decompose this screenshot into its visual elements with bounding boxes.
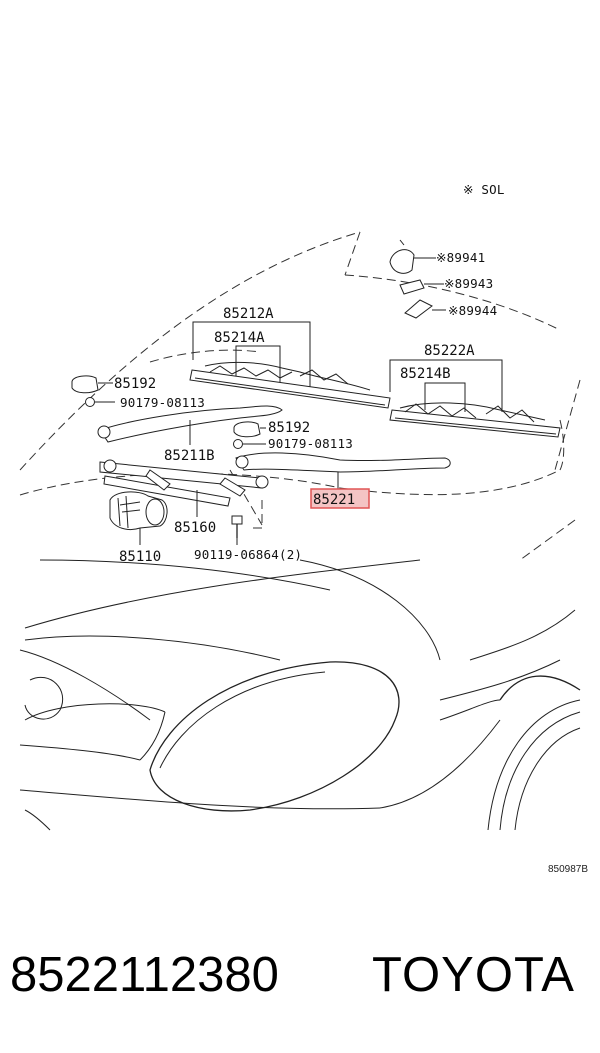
bolt-90119	[231, 515, 243, 545]
washer-nozzle-part	[389, 249, 415, 274]
label-90179-lower: 90179-08113	[268, 436, 353, 451]
car-front-outline	[19, 559, 581, 831]
label-89941: ※89941	[436, 250, 485, 265]
label-89944: ※89944	[448, 303, 497, 318]
right-wiper-blade	[389, 359, 561, 438]
left-pivot-small-parts	[71, 375, 115, 407]
washer-nozzle-tip	[399, 239, 405, 246]
left-wiper-arm	[97, 405, 283, 445]
label-85214A: 85214A	[214, 330, 265, 346]
label-85192-upper: 85192	[114, 376, 156, 392]
washer-clip-part	[399, 279, 425, 295]
label-85192-lower: 85192	[268, 420, 310, 436]
label-90179-upper: 90179-08113	[120, 395, 205, 410]
part-number: 8522112380	[10, 948, 279, 1002]
wiper-link-assembly	[99, 459, 269, 517]
washer-nozzle-group	[389, 239, 446, 319]
brand-name: TOYOTA	[372, 948, 575, 1002]
right-wiper-arm	[235, 452, 451, 491]
cap-85192-upper	[71, 375, 99, 394]
label-85214B: 85214B	[400, 366, 451, 382]
washer-pad-part	[404, 299, 433, 319]
label-85222A: 85222A	[424, 343, 475, 359]
left-wiper-blade	[189, 321, 391, 409]
car-body-outline	[19, 231, 581, 561]
wiper-motor	[109, 491, 168, 545]
nut-90179-lower	[233, 439, 243, 449]
label-85221: 85221	[313, 492, 355, 508]
highlight-box-85221	[310, 488, 370, 509]
label-85160: 85160	[174, 520, 216, 536]
label-85212A: 85212A	[223, 306, 274, 322]
nut-90179-upper	[85, 397, 95, 407]
note-sol: ※ SOL	[463, 182, 505, 197]
label-85110: 85110	[119, 549, 161, 565]
label-85211B: 85211B	[164, 448, 215, 464]
figure-code: 850987B	[548, 864, 588, 875]
label-89943: ※89943	[444, 276, 493, 291]
right-pivot-small-parts	[233, 421, 266, 449]
label-90119: 90119-06864(2)	[194, 547, 302, 562]
cap-85192-lower	[233, 421, 261, 438]
